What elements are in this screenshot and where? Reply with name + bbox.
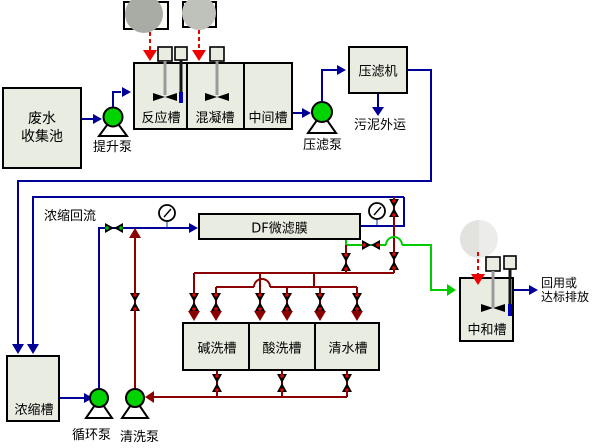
mixer-icon — [205, 46, 229, 101]
tank-concentration-label: 浓缩槽 — [14, 403, 54, 418]
valve-icon — [277, 374, 287, 392]
pipe-intermediate-to-press-pump — [293, 108, 311, 118]
pipe-press-pump-to-filter-press — [321, 65, 346, 102]
pipe-wash-header-2 — [216, 273, 357, 288]
dosing-tank-icon — [123, 0, 169, 33]
valve-icon — [189, 293, 199, 311]
pipe-concentration-to-circ-pump — [60, 393, 93, 403]
valve-icon — [389, 199, 399, 217]
dosing-tank-icon — [460, 220, 498, 258]
lift-pump-icon — [97, 106, 129, 137]
valve-icon — [255, 293, 265, 311]
valve-icon — [212, 374, 222, 392]
mixer-icon — [153, 46, 177, 101]
tank-concentration: 浓缩槽 — [6, 355, 60, 422]
circulation-pump-icon — [84, 388, 114, 419]
filter-press-pump-label: 压滤泵 — [303, 138, 343, 153]
pressure-gauge-icon — [158, 204, 176, 227]
dosing-arrow-icon — [192, 30, 206, 61]
tank-reaction-label: 反应槽 — [141, 111, 181, 126]
valve-icon — [341, 253, 351, 271]
valve-icon — [315, 293, 325, 311]
probe-icon — [174, 46, 188, 103]
cleaning-pump-label: 清洗泵 — [120, 430, 160, 445]
valve-icon — [105, 223, 123, 233]
concentrate-reflux-label: 浓缩回流 — [44, 209, 97, 224]
mixer-icon — [481, 256, 505, 312]
cleaning-pump-icon — [120, 388, 150, 419]
tank-df-membrane-label: DF微滤膜 — [251, 221, 308, 236]
tank-coagulation-label: 混凝槽 — [195, 111, 235, 126]
valve-icon — [130, 293, 140, 311]
tank-waste-collection-label: 废水 收集池 — [21, 111, 63, 145]
tank-filter-press: 压滤机 — [348, 46, 408, 94]
circulation-pump-label: 循环泵 — [72, 428, 112, 443]
valve-icon — [362, 240, 380, 250]
pipe-lift-pump-to-reaction — [112, 87, 131, 107]
pipe-discharge — [514, 285, 538, 295]
tank-waste-collection: 废水 收集池 — [2, 87, 82, 169]
tank-block-main: 反应槽 混凝槽 中间槽 — [133, 62, 293, 130]
tank-divider — [248, 324, 250, 369]
tank-intermediate-label: 中间槽 — [248, 111, 288, 126]
sludge-out-label: 污泥外运 — [354, 118, 407, 133]
tank-block-wash: 碱洗槽 酸洗槽 清水槽 — [182, 322, 380, 371]
valve-icon — [282, 293, 292, 311]
tank-divider — [186, 64, 188, 128]
dosing-arrow-icon — [143, 32, 157, 61]
dosing-arrow-icon — [471, 252, 485, 285]
valve-icon — [389, 252, 399, 270]
tank-divider — [314, 324, 316, 369]
tank-clean-water-label: 清水槽 — [328, 341, 368, 356]
pressure-gauge-icon — [368, 202, 386, 225]
tank-alkali-wash-label: 碱洗槽 — [197, 341, 237, 356]
pipe-df-feed-line — [98, 223, 198, 389]
pipe-waste-to-lift-pump — [82, 114, 102, 124]
dosing-tank-icon — [182, 0, 217, 30]
filter-press-pump-icon — [306, 101, 338, 134]
tank-filter-press-label: 压滤机 — [358, 64, 398, 80]
tank-acid-wash-label: 酸洗槽 — [262, 341, 302, 356]
lift-pump-label: 提升泵 — [93, 140, 133, 155]
pipe-cleaning-pump-riser — [129, 228, 141, 389]
valve-icon — [342, 374, 352, 392]
valve-icon — [352, 293, 362, 311]
tank-df-membrane: DF微滤膜 — [198, 213, 361, 240]
valve-icon — [211, 293, 221, 311]
tank-divider — [243, 64, 245, 128]
probe-icon — [503, 255, 517, 316]
tank-neutralization-label: 中和槽 — [467, 323, 507, 338]
discharge-label: 回用或 达标排放 — [541, 276, 590, 304]
pipe-df-concentrate-return — [27, 196, 405, 354]
pipe-sludge-out — [372, 94, 384, 116]
pipe-filter-press-return — [12, 69, 432, 354]
pipe-wash-drain — [145, 371, 348, 403]
